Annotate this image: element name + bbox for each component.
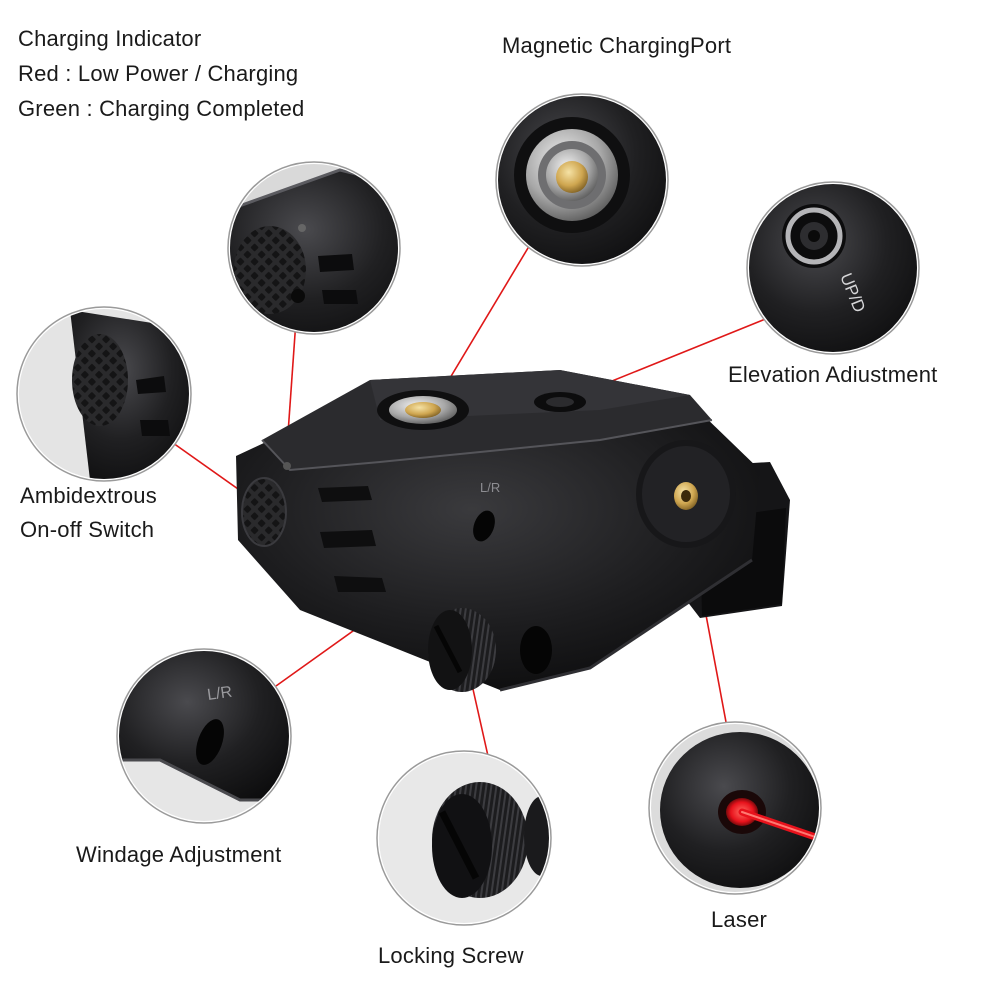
windage-label: Windage Adjustment xyxy=(76,842,282,867)
ambidextrous-label-line1: Ambidextrous xyxy=(20,483,157,508)
laser-sight-body: L/R xyxy=(236,370,790,692)
charging-indicator-green: Green : Charging Completed xyxy=(18,96,305,121)
magnetic-port-label: Magnetic ChargingPort xyxy=(502,33,732,58)
charging-indicator-title: Charging Indicator xyxy=(18,26,202,51)
locking-screw-label: Locking Screw xyxy=(378,943,524,968)
detail-ambidextrous-switch xyxy=(16,306,192,482)
detail-laser xyxy=(648,721,822,895)
detail-charging-indicator xyxy=(227,161,401,335)
windage-hole xyxy=(473,510,495,542)
detail-elevation: UP/D xyxy=(746,181,920,355)
body-lr-engraving: L/R xyxy=(480,480,500,495)
charging-indicator-red: Red : Low Power / Charging xyxy=(18,61,299,86)
elevation-label: Elevation Adiustment xyxy=(728,362,938,387)
detail-windage: L/R xyxy=(116,648,292,824)
charging-indicator-led xyxy=(283,462,291,470)
ambidextrous-label-line2: On-off Switch xyxy=(20,517,155,542)
detail-magnetic-port xyxy=(495,93,669,267)
windage-lr-engraving: L/R xyxy=(206,684,233,704)
laser-label: Laser xyxy=(711,907,768,932)
power-switch xyxy=(242,478,286,546)
detail-locking-screw xyxy=(376,750,552,926)
leader-magnetic-port xyxy=(437,237,535,399)
